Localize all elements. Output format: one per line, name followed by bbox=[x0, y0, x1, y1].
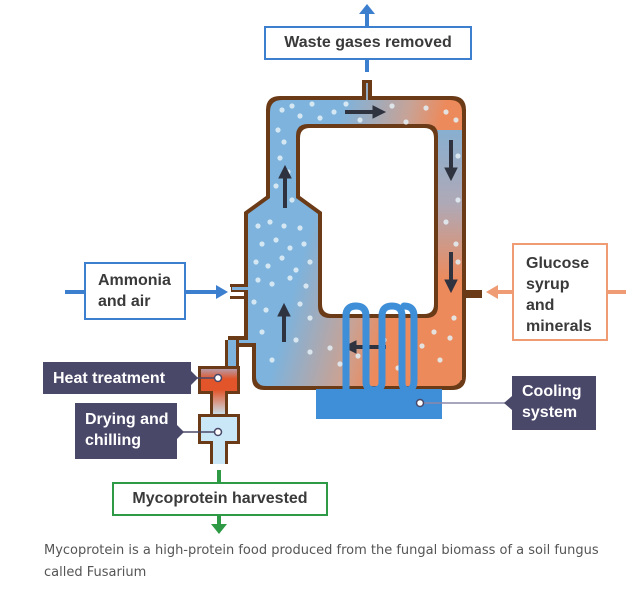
bubble bbox=[273, 237, 279, 243]
bubble bbox=[269, 281, 275, 287]
bubble bbox=[437, 357, 443, 363]
flow-arrow-up-neck bbox=[278, 164, 292, 208]
cooling-system-label: Cooling system bbox=[512, 376, 596, 430]
bubble bbox=[297, 225, 303, 231]
bubble bbox=[281, 139, 287, 145]
bubble bbox=[443, 219, 449, 225]
bubble bbox=[255, 277, 261, 283]
glucose-text-line3: and bbox=[526, 297, 555, 314]
glucose-label: Glucose syrup and minerals bbox=[512, 243, 608, 341]
bubble bbox=[431, 329, 437, 335]
bubble bbox=[297, 113, 303, 119]
bubble bbox=[297, 301, 303, 307]
bubble bbox=[453, 117, 459, 123]
bubble bbox=[251, 299, 257, 305]
waste-gas-arrow bbox=[359, 4, 375, 72]
flow-arrow-right-top bbox=[345, 105, 387, 119]
glucose-inlet-arrow bbox=[486, 285, 626, 299]
bubble bbox=[259, 329, 265, 335]
drying-text-line2: chilling bbox=[85, 432, 141, 449]
bubble bbox=[287, 245, 293, 251]
bubble bbox=[357, 117, 363, 123]
flow-arrow-down-upper bbox=[444, 140, 458, 182]
fermenter-diagram bbox=[65, 4, 626, 534]
bubble bbox=[277, 155, 283, 161]
cooling-text-line1: Cooling bbox=[522, 383, 582, 400]
bubble bbox=[279, 107, 285, 113]
harvested-text: Mycoprotein harvested bbox=[132, 490, 308, 507]
bubble bbox=[263, 307, 269, 313]
bubble bbox=[453, 241, 459, 247]
bubble bbox=[355, 353, 361, 359]
flow-arrows bbox=[277, 105, 458, 354]
cooling-text-line2: system bbox=[522, 404, 578, 421]
processing-chambers bbox=[176, 340, 240, 464]
flow-arrow-up-left bbox=[277, 302, 291, 342]
bubble bbox=[343, 101, 349, 107]
waste-gases-label: Waste gases removed bbox=[264, 26, 472, 60]
bubble bbox=[419, 343, 425, 349]
bubble bbox=[273, 183, 279, 189]
ammonia-text-line2: and air bbox=[98, 293, 151, 310]
bubble bbox=[279, 255, 285, 261]
bubble bbox=[303, 283, 309, 289]
heat-treatment-label: Heat treatment bbox=[43, 362, 191, 394]
harvest-arrow bbox=[211, 470, 227, 534]
bubble bbox=[259, 241, 265, 247]
figure-caption: Mycoprotein is a high-protein food produ… bbox=[44, 543, 599, 580]
bubble bbox=[289, 197, 295, 203]
heat-treatment-text: Heat treatment bbox=[53, 370, 166, 387]
bubble bbox=[275, 127, 281, 133]
bubble bbox=[451, 315, 457, 321]
bubble bbox=[331, 109, 337, 115]
bubble bbox=[327, 345, 333, 351]
glucose-text-line2: syrup bbox=[526, 276, 570, 293]
bubble bbox=[423, 105, 429, 111]
bubble bbox=[337, 361, 343, 367]
bubble bbox=[267, 219, 273, 225]
bubble bbox=[265, 263, 271, 269]
bubble bbox=[403, 119, 409, 125]
glucose-text-line4: minerals bbox=[526, 318, 592, 335]
bubble bbox=[389, 103, 395, 109]
bubble bbox=[301, 241, 307, 247]
bubble bbox=[447, 335, 453, 341]
bubble bbox=[255, 223, 261, 229]
ammonia-air-label: Ammonia and air bbox=[84, 262, 186, 320]
bubble bbox=[455, 259, 461, 265]
bubble bbox=[307, 315, 313, 321]
bubble bbox=[307, 349, 313, 355]
bubble bbox=[287, 275, 293, 281]
ammonia-text-line1: Ammonia bbox=[98, 272, 171, 289]
bubble bbox=[309, 101, 315, 107]
ammonia-inlet-arrow bbox=[65, 284, 244, 299]
cooling-marker bbox=[415, 398, 425, 408]
bubble bbox=[317, 115, 323, 121]
cooling-coil bbox=[342, 302, 418, 394]
bubble bbox=[293, 267, 299, 273]
waste-gases-text: Waste gases removed bbox=[284, 34, 452, 51]
bubble bbox=[307, 259, 313, 265]
bubble bbox=[455, 153, 461, 159]
bubble bbox=[443, 109, 449, 115]
bubble bbox=[293, 337, 299, 343]
flow-arrow-down-lower bbox=[444, 252, 458, 294]
harvested-label: Mycoprotein harvested bbox=[112, 482, 328, 516]
bubble bbox=[281, 223, 287, 229]
bubble bbox=[253, 259, 259, 265]
drying-chilling-label: Drying and chilling bbox=[75, 403, 177, 459]
bubble bbox=[455, 197, 461, 203]
bubble bbox=[289, 103, 295, 109]
bubbles bbox=[251, 101, 461, 371]
bubble bbox=[269, 357, 275, 363]
drying-text-line1: Drying and bbox=[85, 411, 169, 428]
glucose-text-line1: Glucose bbox=[526, 255, 590, 272]
